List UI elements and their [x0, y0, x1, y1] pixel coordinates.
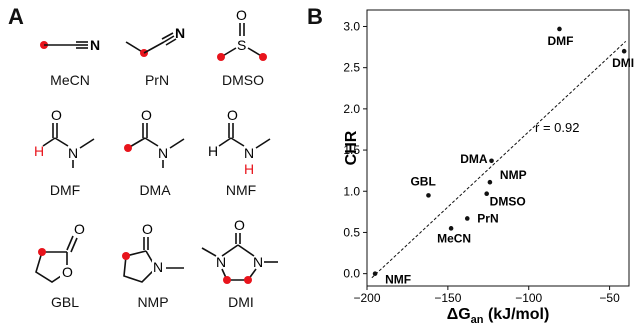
molecule-nmp-structure: O N: [122, 221, 184, 283]
molecule-label-dma: DMA: [139, 182, 171, 198]
molecule-dmi-structure: O N N: [201, 217, 278, 284]
data-point: [426, 193, 431, 198]
data-points: NMF MeCN PrN GBL DMSO NMP DMA DMF DMI: [372, 26, 634, 287]
x-axis-label-sub: an: [471, 314, 484, 323]
data-point: [464, 216, 470, 221]
atom-label: N: [158, 145, 168, 161]
molecule-label-dmi: DMI: [228, 294, 254, 310]
panel-b-letter: B: [307, 4, 323, 29]
axis-ticks: 0.0 0.5 1.0 1.5 2.0 2.5 3.0 −200 −150 −100 −50: [343, 19, 620, 305]
data-point: [557, 26, 562, 32]
molecule-prn-structure: N: [125, 25, 185, 57]
point-label: NMP: [500, 168, 527, 182]
point-label: PrN: [477, 211, 498, 225]
atom-label: O: [142, 221, 153, 237]
x-tick-label: −100: [515, 291, 542, 305]
point-label: DMA: [460, 152, 488, 166]
plot-frame: [366, 9, 630, 287]
molecule-label-nmp: NMP: [137, 294, 169, 310]
y-tick-label: 0.5: [343, 225, 360, 239]
data-point: [448, 226, 454, 231]
data-point: [372, 271, 378, 276]
y-tick-label: 1.0: [343, 184, 360, 198]
atom-label: O: [234, 217, 245, 233]
data-point: [621, 48, 627, 54]
molecule-dma-structure: O N: [124, 108, 185, 168]
y-tick-label: 3.0: [343, 19, 360, 33]
molecule-label-gbl: GBL: [50, 294, 79, 310]
atom-label: O: [141, 108, 152, 123]
atom-label: N: [216, 254, 226, 270]
y-tick-label: 1.5: [343, 143, 360, 157]
molecule-nmf-structure: O H N H: [208, 108, 271, 177]
x-tick-label: −200: [353, 291, 380, 305]
x-tick-label: −150: [434, 291, 461, 305]
molecule-gbl-structure: O O: [35, 221, 85, 283]
x-axis-label-suffix: (kJ/mol): [484, 306, 550, 323]
point-label: NMF: [385, 273, 411, 287]
point-label: DMSO: [490, 195, 526, 209]
x-axis-label-prefix: ΔG: [447, 306, 471, 323]
panel-a-letter: A: [8, 4, 24, 29]
data-point: [484, 191, 489, 197]
molecule-dmso-structure: O S: [217, 8, 267, 61]
correlation-annotation: r = 0.92: [535, 120, 579, 135]
atom-label: N: [90, 37, 100, 53]
atom-label: O: [51, 108, 62, 123]
point-label: MeCN: [437, 231, 471, 245]
y-tick-label: 0.0: [343, 267, 360, 281]
y-tick-label: 2.0: [343, 102, 360, 116]
molecule-label-dmf: DMF: [49, 182, 81, 198]
atom-label: N: [253, 254, 263, 270]
atom-label: N: [175, 25, 185, 41]
molecule-label-mecn: MeCN: [50, 72, 90, 88]
molecule-label-dmso: DMSO: [222, 72, 264, 88]
atom-label: O: [62, 264, 73, 280]
molecule-label-prn: PrN: [144, 72, 170, 88]
atom-label: O: [236, 8, 247, 23]
atom-label: H: [244, 161, 254, 177]
molecule-dmf-structure: O H N: [34, 108, 95, 168]
x-tick-label: −50: [599, 291, 620, 305]
y-axis-label: CHR: [343, 130, 360, 165]
atom-label: H: [34, 143, 44, 159]
atom-label: S: [237, 37, 246, 53]
x-axis-label: ΔGan (kJ/mol): [447, 306, 550, 323]
atom-label: N: [153, 259, 163, 275]
point-label: DMF: [547, 34, 573, 48]
molecule-mecn-structure: N: [40, 37, 100, 53]
atom-label: H: [208, 143, 218, 159]
atom-label: N: [244, 145, 254, 161]
atom-label: N: [68, 145, 78, 161]
point-label: DMI: [612, 56, 634, 70]
y-tick-label: 2.5: [343, 61, 360, 75]
atom-label: O: [74, 221, 85, 237]
molecule-label-nmf: NMF: [225, 182, 257, 198]
data-point: [487, 179, 493, 185]
data-point: [489, 158, 494, 164]
point-label: GBL: [410, 174, 435, 188]
fit-line: [371, 40, 627, 279]
atom-label: O: [227, 108, 238, 123]
